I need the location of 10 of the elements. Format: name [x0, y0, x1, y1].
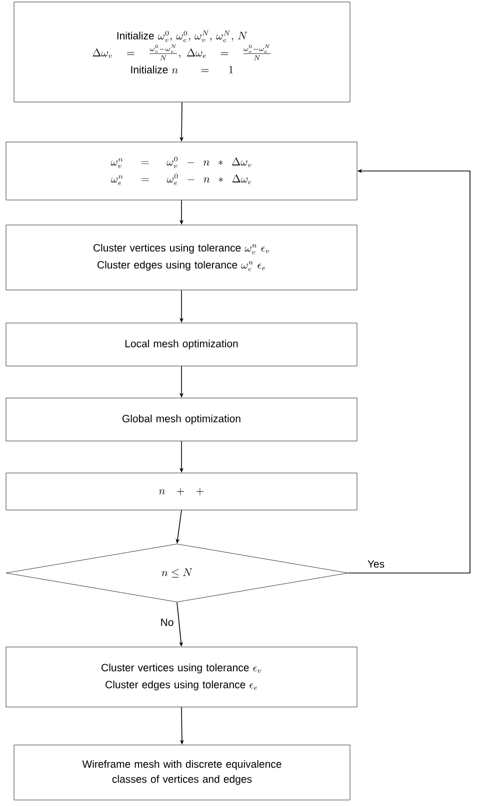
process-box: Local mesh optimization — [6, 322, 358, 366]
process-box: $\text{Initialize } \omega_v^0,\, \omega_e^0,\, \omega_v^N,\, \omega_e^N,\, N$ $\Delta\omega_v = \frac{\omega_v^0-\omega_v^N}{N},\ \Delta\omega_e = \frac{\omega_e^0-\omega_e^N}{N}$ $\text{Initialize } n\ = 1$ — [14, 2, 350, 102]
process-box: Wireframe mesh with discrete equivalence classes of vertices and edges — [14, 744, 350, 800]
edge-label: Yes — [366, 559, 386, 569]
process-box: $\text{Cluster vertices using tolerance } \omega_v^n\ \epsilon_v$ $\text{Cluster edges using tolerance } \omega_e^n\ \epsilon_e$ — [6, 224, 358, 290]
process-box: $\omega_v^n = \omega_v^0 - n * \Delta\omega_v$ $\omega_e^n = \omega_e^0 - n * \Delta\omega_e$ — [6, 142, 358, 200]
process-box: $n++$ — [6, 472, 358, 510]
process-box: $\text{Cluster vertices using tolerance } \epsilon_v$ $\text{Cluster edges using tolerance } \epsilon_e$ — [6, 646, 358, 708]
edge-label: No — [159, 618, 175, 627]
process-box: Global mesh optimization — [6, 398, 358, 442]
